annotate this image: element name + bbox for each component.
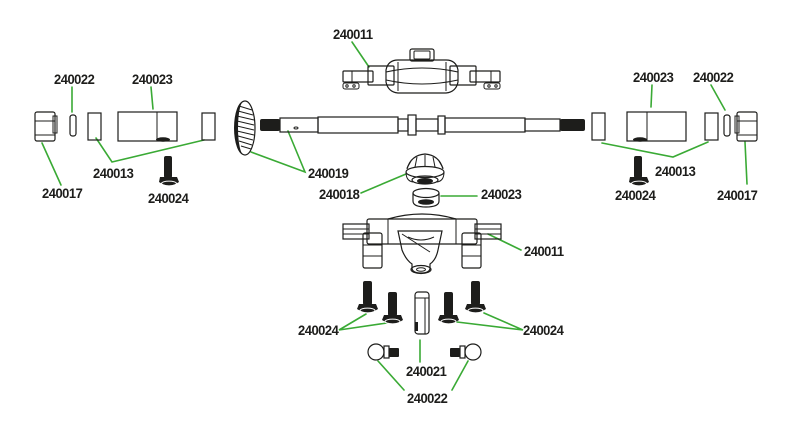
bevel-gear-drawing (405, 153, 445, 185)
label-ball-studs: 240022 (407, 391, 448, 406)
bottom-screws-drawing (357, 281, 486, 325)
bearing-left-outer-drawing (87, 112, 102, 141)
spacer-pin-left-drawing (69, 114, 77, 137)
screw-left-drawing (159, 156, 179, 187)
ball-studs-drawing (367, 343, 482, 361)
label-screw-right: 240024 (615, 188, 656, 203)
label-bushing-center: 240023 (481, 187, 522, 202)
label-axle-housing-bottom: 240011 (524, 244, 564, 259)
axle-housing-bottom-drawing (342, 213, 502, 275)
crown-gear-drawing (234, 100, 256, 156)
label-axle-housing-top: 240011 (333, 27, 373, 42)
bearing-left-inner-drawing (201, 112, 216, 141)
axle-block-right-drawing (626, 111, 687, 142)
wheel-hub-left-drawing (34, 111, 58, 142)
label-bearings-left: 240013 (93, 166, 134, 181)
label-axle-block-left: 240023 (132, 72, 173, 87)
label-axle-block-right: 240023 (633, 70, 674, 85)
label-spacer-pin-left: 240022 (54, 72, 95, 87)
label-wheel-hub-left: 240017 (42, 186, 83, 201)
label-screw-left: 240024 (148, 191, 189, 206)
bearing-right-inner-drawing (591, 112, 606, 141)
wheel-hub-right-drawing (734, 111, 758, 142)
bearing-right-outer-drawing (704, 112, 719, 141)
label-screws-bottom-left: 240024 (298, 323, 339, 338)
label-bevel-gear: 240018 (319, 187, 360, 202)
leader-lines (41, 41, 748, 391)
axle-housing-top-drawing (342, 48, 501, 94)
center-pin-drawing (414, 291, 430, 335)
label-wheel-hub-right: 240017 (717, 188, 758, 203)
label-bearings-right: 240013 (655, 164, 696, 179)
bushing-center-drawing (412, 187, 440, 208)
spacer-pin-right-drawing (723, 114, 731, 137)
label-screws-bottom-right: 240024 (523, 323, 564, 338)
screw-right-drawing (629, 156, 649, 187)
axle-block-left-drawing (117, 111, 178, 142)
label-spacer-pin-right: 240022 (693, 70, 734, 85)
label-axle-shaft: 240019 (308, 166, 349, 181)
label-center-pin: 240021 (406, 364, 447, 379)
axle-shaft-drawing (260, 114, 585, 136)
